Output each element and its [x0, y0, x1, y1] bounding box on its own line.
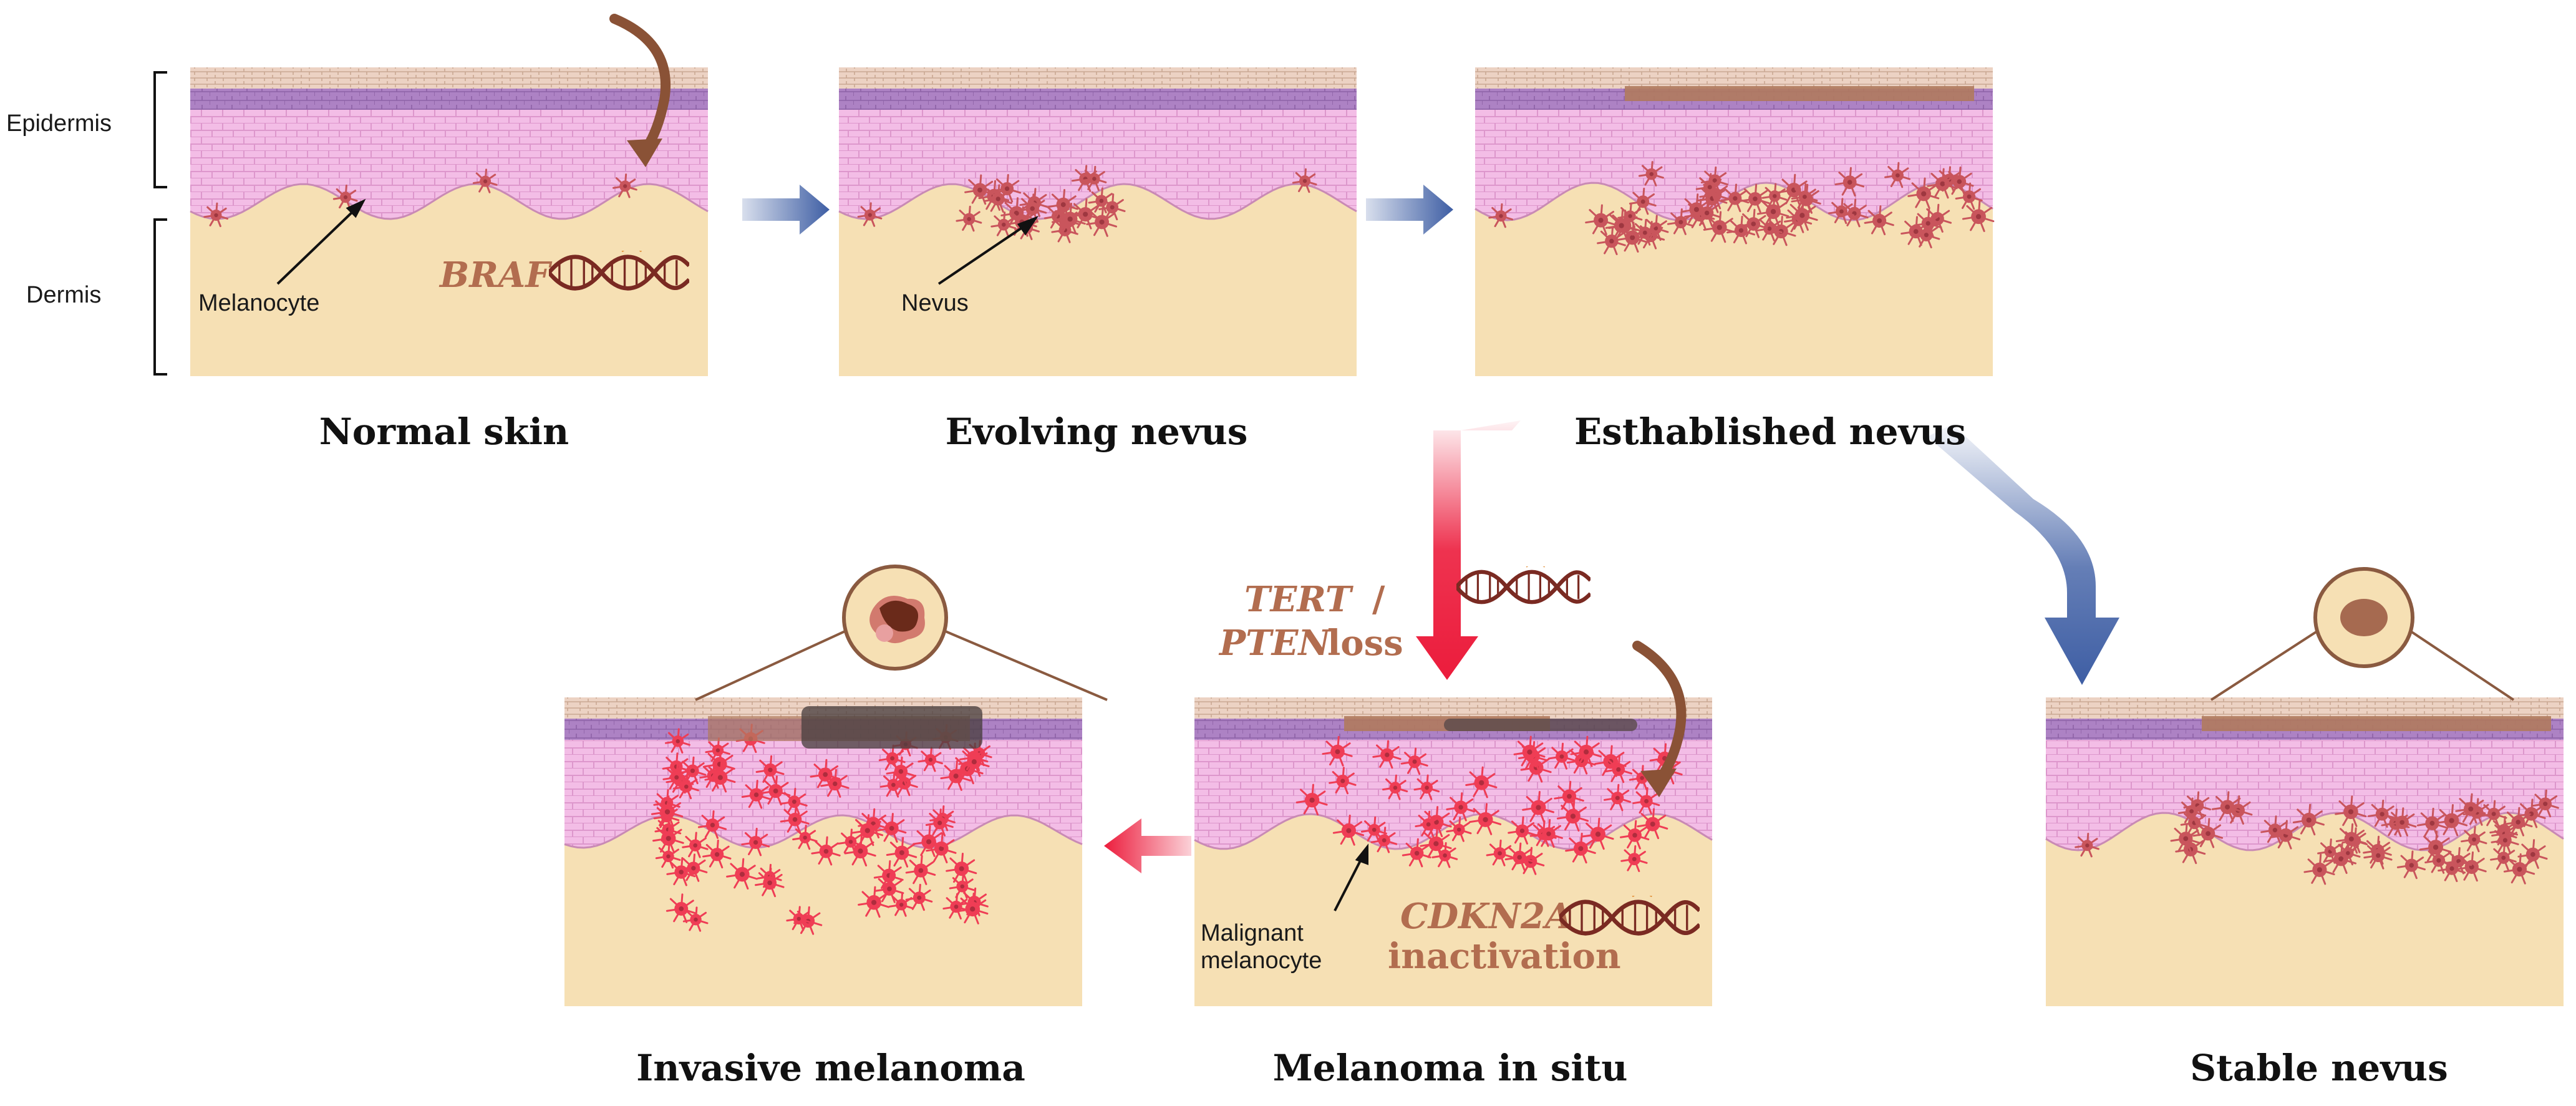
melanocyte-cluster — [1585, 161, 1995, 255]
arrow-established-to-insitu — [1416, 420, 1521, 680]
skin-panel-normal-skin — [190, 67, 709, 376]
pten-gene-label: PTEN — [1218, 623, 1331, 664]
pointer-arrowhead-icon — [1017, 215, 1039, 236]
melanocyte-cluster — [651, 724, 992, 935]
tert-slash: / — [1372, 579, 1385, 620]
dark-lesion-patch — [801, 706, 982, 749]
basal-melanocytes — [857, 168, 1317, 227]
tert-gene-label: TERT — [1244, 579, 1354, 620]
basal-melanocytes — [2075, 832, 2099, 858]
braf-gene-label: BRAF — [438, 255, 553, 296]
arrow-insitu-to-invasive — [1104, 818, 1191, 873]
dna-helix-icon — [1456, 558, 1591, 602]
dark-lesion-patch — [1444, 719, 1637, 731]
basal-melanocytes — [1488, 203, 1514, 228]
malignant-label-line1: Malignant — [1201, 920, 1304, 946]
magnifier-lesion-icon — [2210, 567, 2515, 701]
caption-invasive-melanoma: Invasive melanoma — [636, 1047, 1025, 1089]
inactivation-label: inactivation — [1388, 936, 1621, 977]
epidermis-bracket — [153, 71, 167, 376]
skin-panel-stable — [2045, 697, 2564, 1006]
magnifier-lesion-icon — [695, 565, 1108, 701]
curved-arrow-icon — [609, 14, 671, 167]
curved-arrow-icon — [1632, 641, 1687, 797]
melanocyte-cluster — [956, 165, 1126, 243]
loss-label: loss — [1327, 623, 1403, 664]
cdkn2a-gene-label: CDKN2A — [1400, 896, 1572, 937]
skin-panel-established — [1474, 67, 1993, 376]
caption-stable-nevus: Stable nevus — [2190, 1047, 2448, 1089]
basal-melanocytes — [203, 168, 637, 228]
melanocyte-label: Melanocyte — [198, 290, 319, 316]
melanocyte-cluster — [2170, 789, 2559, 885]
pointer-arrowhead-icon — [346, 198, 366, 218]
nevus-label: Nevus — [901, 290, 969, 316]
arrow-normal-to-evolving — [742, 185, 830, 235]
caption-melanoma-in-situ: Melanoma in situ — [1273, 1047, 1628, 1089]
pointer-arrowhead-icon — [1355, 843, 1368, 865]
caption-established-nevus: Esthablished nevus — [1574, 410, 1966, 453]
caption-normal-skin: Normal skin — [319, 410, 569, 453]
arrow-established-to-stable — [1927, 424, 2119, 685]
arrow-evolving-to-established — [1366, 185, 1453, 235]
pigment-patch — [1625, 86, 1974, 101]
caption-evolving-nevus: Evolving nevus — [946, 410, 1248, 453]
epidermis-label: Epidermis — [6, 110, 112, 137]
melanocyte-cluster — [1295, 735, 1683, 875]
malignant-label-line2: melanocyte — [1201, 948, 1322, 974]
pigment-patch — [2202, 716, 2551, 731]
dermis-label: Dermis — [26, 282, 101, 308]
